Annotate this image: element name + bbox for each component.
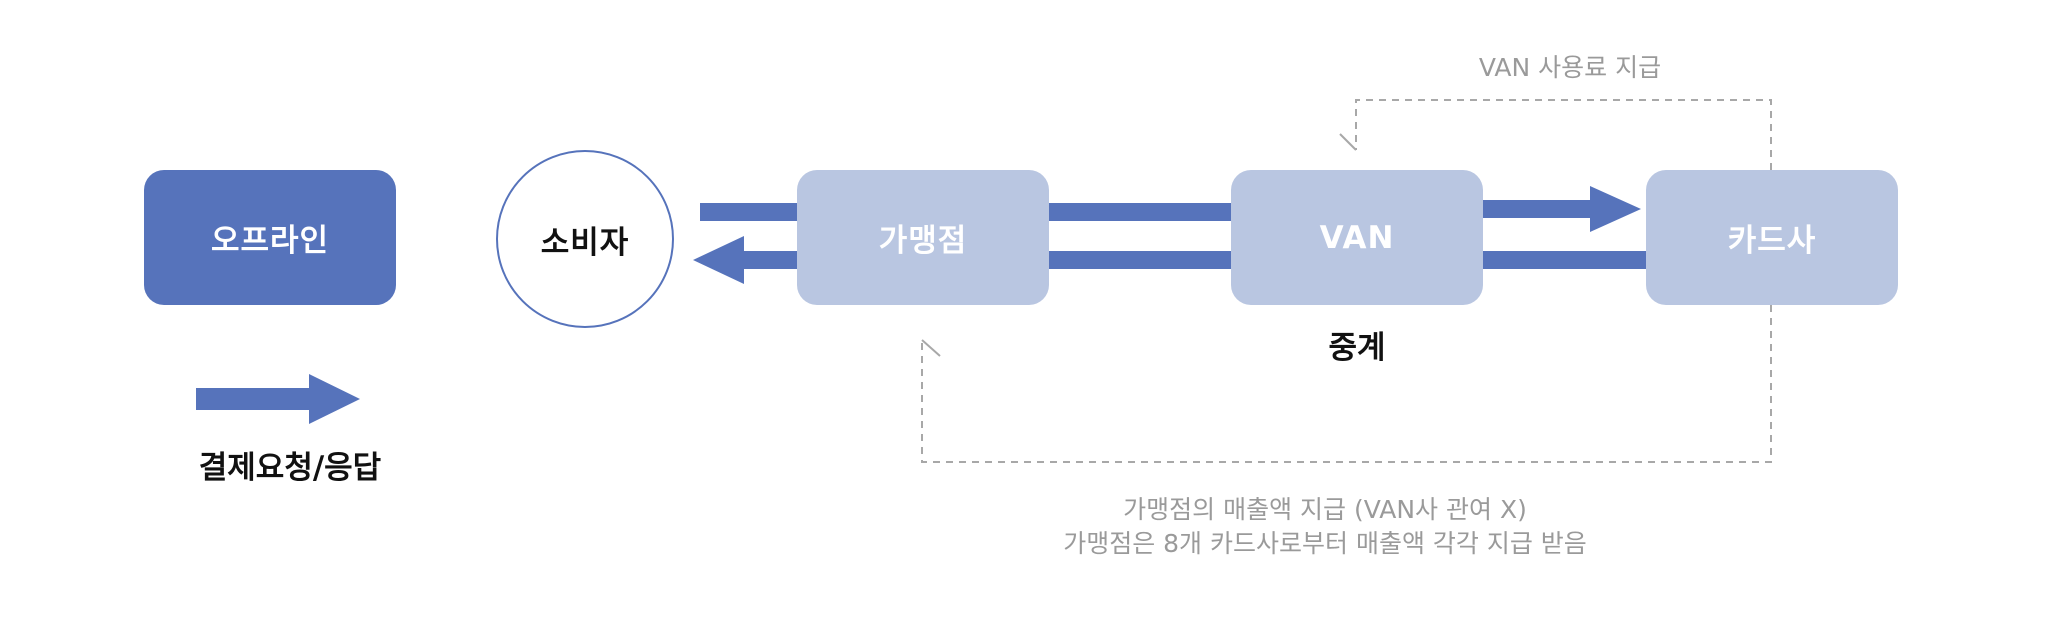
merchant-consumer-response-bar — [740, 251, 800, 269]
sales-payment-dashed-path — [921, 305, 1772, 463]
offline-node: 오프라인 — [144, 170, 396, 305]
van-card-arrowhead — [1590, 186, 1641, 232]
sales-payment-dashed-tick — [921, 339, 941, 357]
merchant-node: 가맹점 — [797, 170, 1049, 305]
card-van-response-bar — [1482, 251, 1648, 269]
van-node: VAN — [1231, 170, 1483, 305]
legend-arrow-bar — [196, 388, 312, 410]
consumer-merchant-request-bar — [700, 203, 800, 221]
consumer-node: 소비자 — [496, 150, 674, 328]
van-fee-dashed-tick — [1339, 133, 1357, 151]
sales-payment-note-line1: 가맹점의 매출액 지급 (VAN사 관여 X) — [1123, 495, 1527, 524]
sales-payment-note-line2: 가맹점은 8개 카드사로부터 매출액 각각 지급 받음 — [1063, 529, 1587, 558]
relay-label: 중계 — [1328, 330, 1386, 366]
merchant-consumer-arrowhead — [693, 236, 744, 284]
legend-arrowhead — [309, 374, 360, 424]
van-fee-label: VAN 사용료 지급 — [1478, 53, 1662, 82]
merchant-van-lower-bar — [1047, 251, 1233, 269]
merchant-van-upper-bar — [1047, 203, 1233, 221]
legend-label: 결제요청/응답 — [198, 450, 382, 486]
van-fee-dashed-path — [1355, 99, 1772, 170]
van-card-request-bar — [1482, 200, 1594, 218]
card-company-node: 카드사 — [1646, 170, 1898, 305]
